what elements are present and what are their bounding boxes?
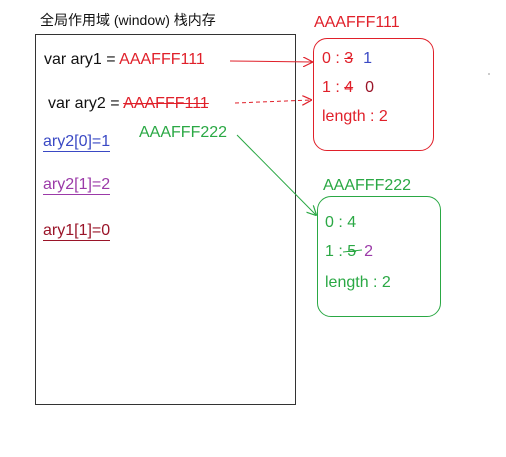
heap2-row-0: 0 : 4: [325, 214, 357, 231]
heap1-row-1-key: 1 :: [322, 79, 345, 96]
statement-ary2-0-text: ary2[0]=1: [43, 133, 111, 152]
heap1-row-0-key: 0 :: [322, 50, 345, 67]
heap2-row-1-key: 1 :: [325, 243, 348, 260]
heap1-label: AAAFFF111: [314, 14, 400, 31]
ary2-new-arrow: [236, 134, 316, 215]
stack-memory-box: [35, 34, 296, 405]
ary1-arrow: [229, 61, 312, 62]
heap1-row-0-new: 1: [363, 50, 373, 67]
statement-ary1-1-text: ary1[1]=0: [43, 222, 111, 241]
heap2-strike-tail: [342, 249, 363, 253]
ary2-old-address: AAAFFF111: [123, 95, 209, 112]
ary1-address: AAAFFF111: [119, 51, 205, 68]
statement-ary2-0: ary2[0]=1: [43, 133, 111, 152]
scope-title: 全局作用域 (window) 栈内存: [40, 12, 216, 28]
heap1-length: length : 2: [322, 108, 388, 125]
statement-ary1-1: ary1[1]=0: [43, 222, 111, 241]
heap1-row-1-old: 4: [344, 79, 354, 96]
heap2-label: AAAFFF222: [323, 177, 412, 194]
ary2-declaration: var ary2 = AAAFFF111: [48, 95, 209, 113]
ary1-declaration-name: var ary1 =: [44, 51, 120, 68]
heap1-row-0-old: 3: [344, 50, 354, 67]
statement-ary2-1-text: ary2[1]=2: [43, 176, 111, 195]
heap2-object-box: [317, 196, 441, 317]
ary2-declaration-name: var ary2 =: [48, 95, 124, 112]
statement-ary2-1: ary2[1]=2: [43, 176, 111, 195]
heap1-object-box: [313, 38, 434, 151]
heap2-length: length : 2: [325, 274, 391, 291]
ary2-new-address: AAAFFF222: [139, 124, 228, 141]
heap1-row-1-new: 0: [365, 79, 375, 96]
ary1-declaration: var ary1 = AAAFFF111: [44, 51, 205, 69]
heap2-row-1-new: 2: [364, 243, 374, 260]
ary2-old-arrow: [234, 100, 311, 103]
